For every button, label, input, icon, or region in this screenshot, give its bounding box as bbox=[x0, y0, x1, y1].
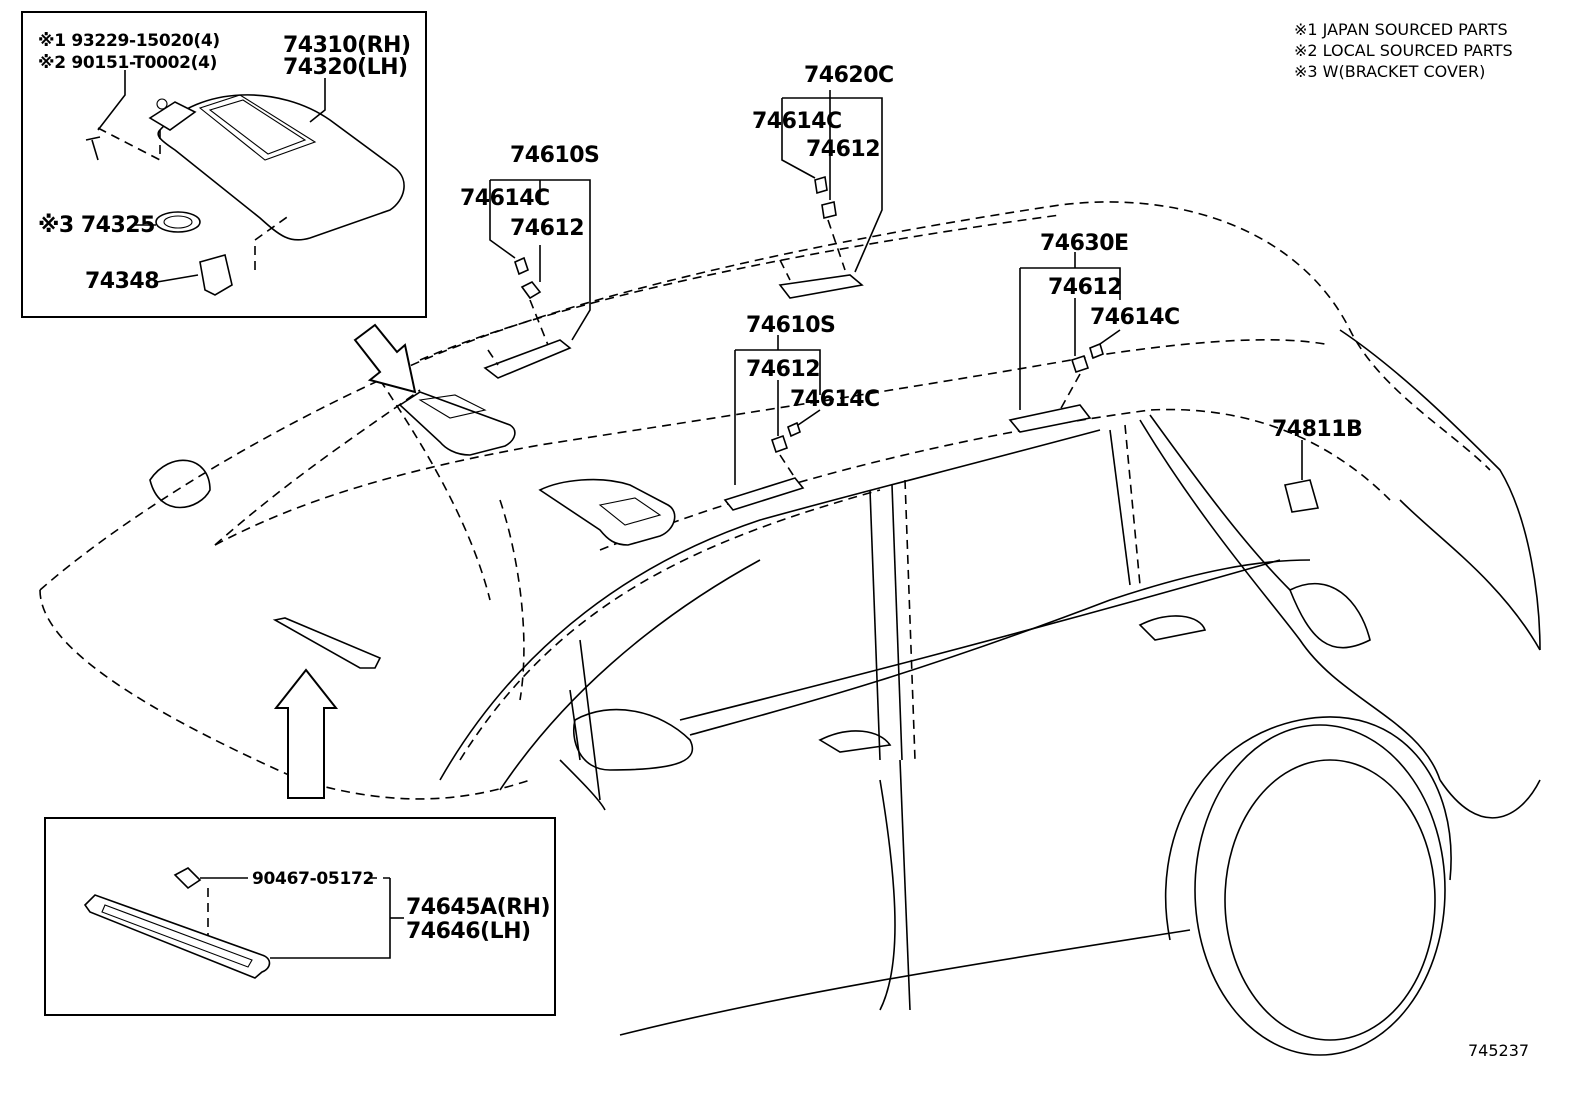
rear-handle-assy-number: 74630E bbox=[1040, 231, 1129, 256]
grip-clip bbox=[173, 867, 202, 890]
rear-assist-handle bbox=[1008, 404, 1092, 433]
screw bbox=[85, 136, 101, 161]
legend-note-2: ※2 LOCAL SOURCED PARTS bbox=[1294, 41, 1513, 60]
visor-part-number-rh: 74310(RH) bbox=[283, 33, 411, 58]
front-handle-clip-number: 74612 bbox=[510, 216, 584, 241]
cover-part-number: ※3 74325 bbox=[38, 213, 155, 238]
vehicle-outline bbox=[39, 201, 1541, 1056]
rear-handle-clip-number: 74612 bbox=[1048, 275, 1122, 300]
visor-right-installed bbox=[538, 478, 676, 546]
center-assist-grip-group bbox=[778, 90, 883, 299]
figure-number: 745237 bbox=[1468, 1041, 1529, 1060]
rear-handle-cover bbox=[1089, 342, 1104, 360]
middle-assist-grip-group bbox=[723, 335, 821, 511]
center-assist-handle bbox=[778, 274, 864, 299]
clip-part-number: 90467-05172 bbox=[252, 869, 374, 889]
rear-handle-cover-number: 74614C bbox=[1090, 305, 1180, 330]
visor-part-number-lh: 74320(LH) bbox=[283, 55, 408, 80]
grip-part-number-rh: 74645A(RH) bbox=[406, 895, 550, 920]
front-assist-handle bbox=[483, 339, 572, 379]
screw-part-number-jp: ※1 93229-15020(4) bbox=[38, 31, 220, 51]
holder-part-number: 74348 bbox=[85, 269, 159, 294]
visor-holder bbox=[199, 254, 233, 296]
legend-note-3: ※3 W(BRACKET COVER) bbox=[1294, 62, 1485, 81]
center-handle-assy-number: 74620C bbox=[804, 63, 894, 88]
grip-part-number-lh: 74646(LH) bbox=[406, 919, 531, 944]
center-handle-cover bbox=[814, 175, 828, 195]
middle-handle-clip-number: 74612 bbox=[746, 357, 820, 382]
middle-handle-assy-number: 74610S bbox=[746, 313, 835, 338]
center-handle-cover-number: 74614C bbox=[752, 109, 842, 134]
middle-handle-clip bbox=[770, 434, 789, 454]
coat-hook bbox=[1284, 479, 1320, 513]
rear-assist-grip-group bbox=[1008, 252, 1121, 433]
screw-part-number-local: ※2 90151-T0002(4) bbox=[38, 53, 217, 73]
arrow-to-grip bbox=[273, 668, 339, 799]
inset-sun-visor bbox=[21, 11, 427, 318]
legend-note-1: ※1 JAPAN SOURCED PARTS bbox=[1294, 20, 1508, 39]
middle-handle-cover bbox=[787, 421, 801, 438]
rear-handle-clip bbox=[1070, 354, 1090, 374]
hook-group bbox=[1284, 440, 1320, 513]
bracket-cover bbox=[155, 211, 201, 233]
front-handle-cover-number: 74614C bbox=[460, 186, 550, 211]
center-handle-clip-number: 74612 bbox=[806, 137, 880, 162]
front-assist-grip-group bbox=[483, 179, 591, 379]
middle-handle-cover-number: 74614C bbox=[790, 387, 880, 412]
middle-assist-handle bbox=[723, 477, 805, 511]
front-handle-cover bbox=[514, 256, 529, 276]
center-handle-clip bbox=[821, 201, 837, 219]
inset-assist-grip bbox=[44, 817, 556, 1016]
visor-bracket bbox=[148, 101, 197, 131]
hook-part-number: 74811B bbox=[1272, 417, 1362, 442]
front-handle-assy-number: 74610S bbox=[510, 143, 599, 168]
arrow-to-visor bbox=[353, 323, 417, 394]
grip-installed bbox=[272, 617, 382, 669]
visor-left-installed bbox=[398, 391, 516, 456]
front-handle-clip bbox=[520, 280, 542, 300]
